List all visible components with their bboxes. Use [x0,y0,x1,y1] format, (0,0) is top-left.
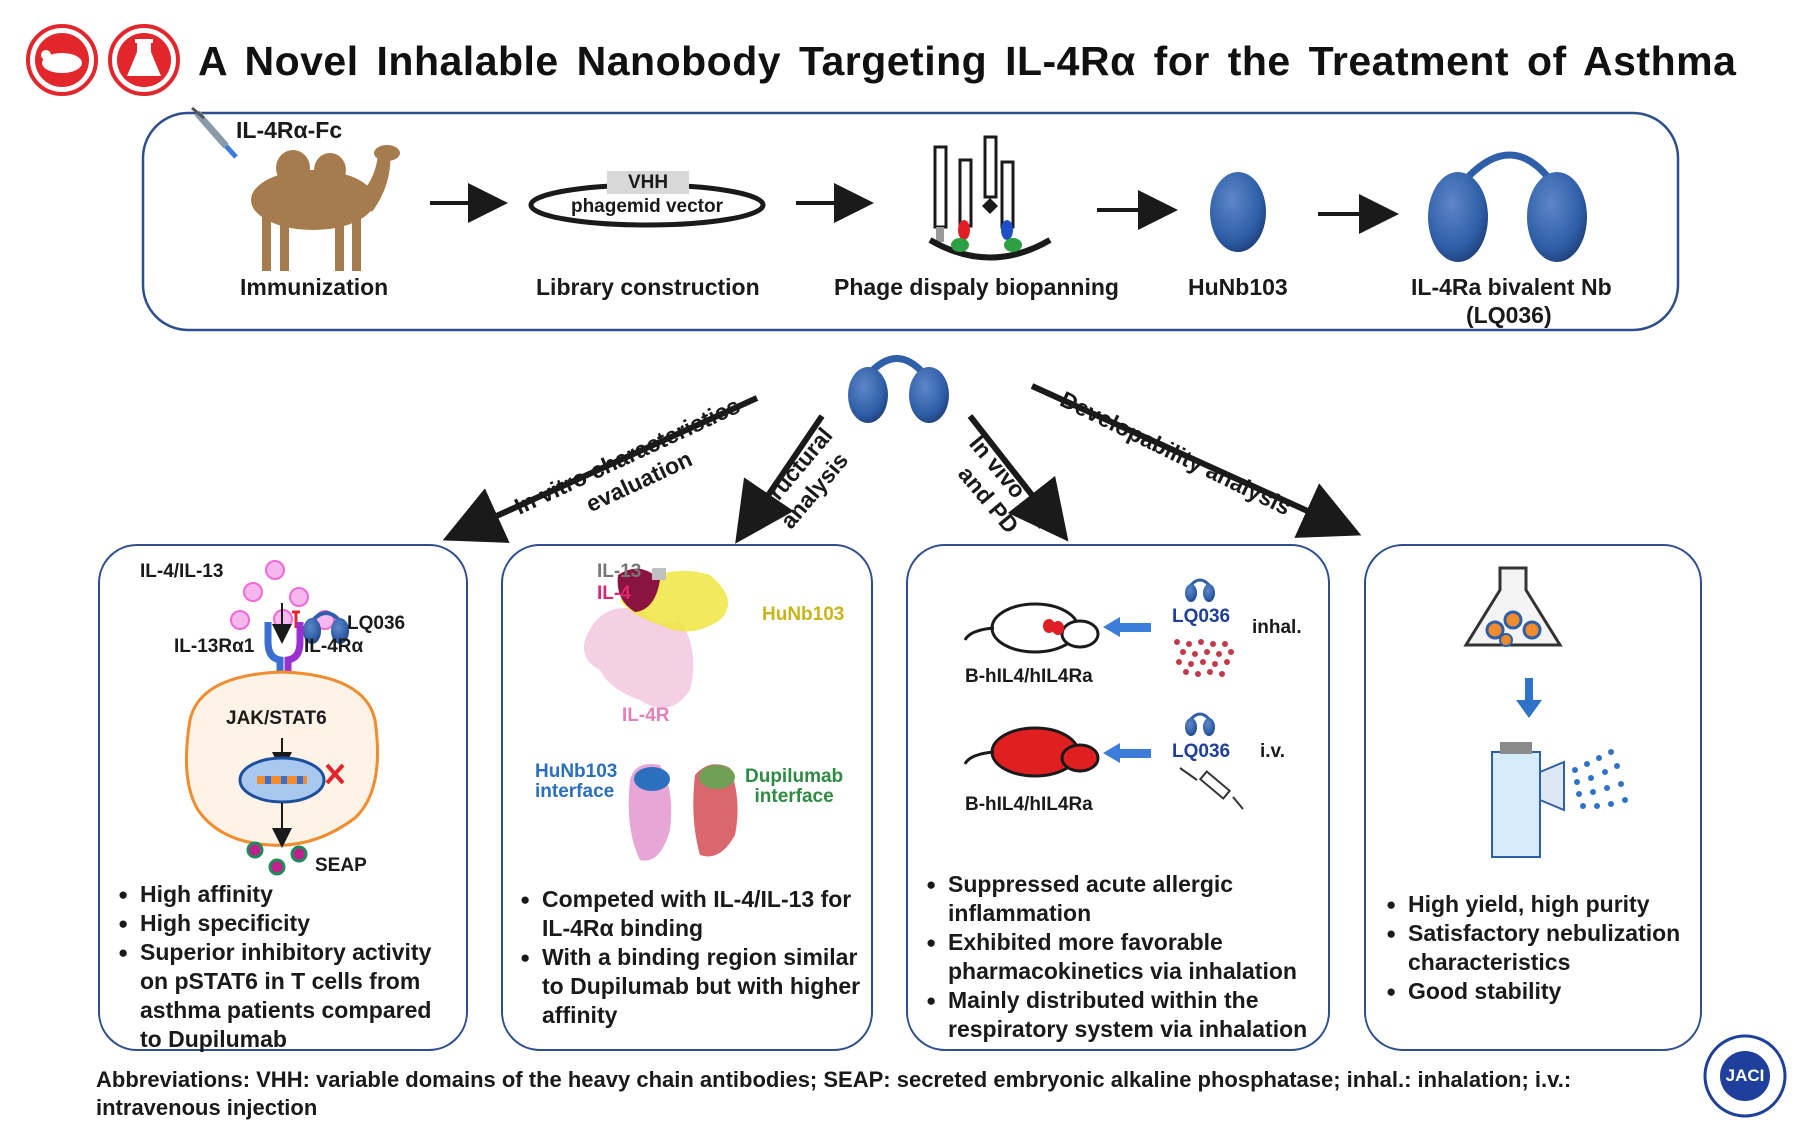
aerosol-dots-icon [1174,639,1234,677]
central-bivalent-icon [848,355,949,423]
step-immunization: Immunization [240,274,389,300]
panel2-bullets: Competed with IL-4/IL-13 for IL-4Rα bind… [520,885,870,1030]
antigen-green-2 [1004,238,1022,252]
syringe-icon [191,106,238,159]
phage-binder-blue [1001,220,1013,240]
step-bivalent-nb: IL-4Ra bivalent Nb [1411,274,1612,300]
mouse-white-icon [963,602,1100,654]
panel1-bullets: High affinity High specificity Superior … [118,880,458,1054]
bullet-item: Superior inhibitory activity on pSTAT6 i… [118,938,458,1054]
seap-dots [246,841,308,876]
phage-display-icon [928,135,1052,261]
step-lq036: (LQ036) [1466,302,1552,328]
phagemid-vector-icon [528,171,766,228]
dose-arrows-icon [1103,617,1151,763]
il4-label: IL-4 [597,583,631,604]
receptor-il4ra [284,622,304,705]
pathway-label: JAK/STAT6 [226,708,327,729]
syringe-iv-icon [1179,767,1244,810]
bullet-item: Mainly distributed within the respirator… [926,986,1326,1044]
bullet-item: Exhibited more favorable pharmacokinetic… [926,928,1326,986]
page-title: A Novel Inhalable Nanobody Targeting IL-… [198,38,1737,84]
bullet-item: Suppressed acute allergic inflammation [926,870,1326,928]
il13-label: IL-13 [597,561,642,582]
inhibit-icon [292,610,300,628]
dupilumab-interface-line1: Dupilumab [745,766,844,787]
ligand-label: IL-4/IL-13 [140,561,224,582]
hunb103-interface-line1: HuNb103 [535,761,618,782]
nebulizer-icon [1491,742,1565,858]
abbreviations-note: Abbreviations: VHH: variable domains of … [96,1067,1572,1120]
ligand-dots [230,560,335,630]
step-library-construction: Library construction [536,274,760,300]
vhh-label: VHH [627,172,669,193]
bullet-item: High affinity [118,880,458,909]
route-iv-label: i.v. [1260,741,1285,762]
nanobody-monomer-icon [1210,172,1266,252]
bullet-item: Good stability [1386,977,1696,1006]
bivalent-nanobody-icon [1428,151,1587,262]
panel3-bullets: Suppressed acute allergic inflammation E… [926,870,1326,1044]
panel-developability [1364,544,1702,1051]
model-label-2: B-hIL4/hIL4Ra [965,794,1093,815]
mouse-red-icon [963,726,1100,778]
journal-logo-text: JACI [1725,1066,1765,1085]
protein-structure-icon [584,568,728,708]
il4r-label: IL-4R [622,705,670,726]
model-label-1: B-hIL4/hIL4Ra [965,666,1093,687]
step-hunb103: HuNb103 [1188,274,1288,300]
antigen-label: IL-4Rα-Fc [236,117,343,143]
dna-icon [257,776,307,784]
lq036-iv-label: LQ036 [1172,741,1231,762]
antigen-green-1 [951,238,969,252]
receptor-il13ra1 [264,622,284,690]
lq036-label-p1: LQ036 [347,613,406,634]
process-arrow-icon [1516,678,1542,718]
phagemid-vector-label: phagemid vector [570,196,724,217]
bullet-item: Satisfactory nebulization characteristic… [1386,919,1696,977]
lq036-inhal-label: LQ036 [1172,606,1231,627]
lq036-small-icon [303,611,349,644]
phage-binder-red [958,220,970,240]
route-inhal-label: inhal. [1252,617,1302,638]
blocked-x-icon [325,763,345,785]
lq036-iv-icon [1185,712,1215,736]
camel-icon [251,145,400,271]
journal-logo-icon [1703,1034,1787,1118]
hunb103-structure-label: HuNb103 [762,604,845,625]
receptor-il13ra1-label: IL-13Rα1 [174,636,255,657]
panel-in-vivo [906,544,1330,1051]
dupilumab-interface-label: Dupilumab interface [745,767,843,807]
bullet-item: With a binding region similar to Dupilum… [520,943,870,1030]
lq036-inhal-icon [1185,578,1215,602]
phage-diamond [982,198,998,214]
bullet-item: High specificity [118,909,458,938]
interface-surfaces-icon [628,764,738,861]
hunb103-interface-line2: interface [535,781,615,802]
mouse-logo-icon [26,24,98,96]
flask-cells-icon [1463,566,1563,647]
nebulized-droplets-icon [1572,749,1628,809]
step-phage-display: Phage dispaly biopanning [834,274,1119,300]
seap-label: SEAP [315,855,367,876]
panel-structural [501,544,873,1051]
workflow-panel [141,111,1680,332]
dupilumab-interface-line2: interface [754,786,834,807]
hunb103-interface-label: HuNb103 interface [535,762,617,802]
workflow-arrows [430,183,1399,234]
branch-arrows [442,383,1362,544]
panel4-bullets: High yield, high purity Satisfactory neb… [1386,890,1696,1006]
flask-logo-icon [108,24,180,96]
bullet-item: High yield, high purity [1386,890,1696,919]
receptor-il4ra-label: IL-4Rα [304,636,364,657]
bullet-item: Competed with IL-4/IL-13 for IL-4Rα bind… [520,885,870,943]
